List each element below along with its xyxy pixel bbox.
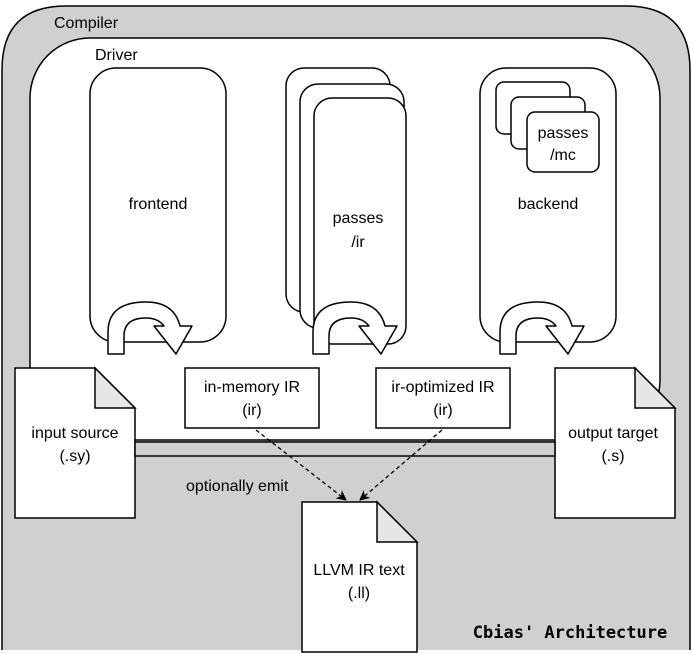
frontend-box: [89, 67, 227, 343]
llvm-ir-text-label-line2: (.ll): [348, 585, 370, 602]
llvm-ir-text-label-line1: LLVM IR text: [313, 562, 405, 579]
compiler-label: Compiler: [54, 15, 119, 32]
in-memory-ir-label-line2: (ir): [242, 402, 262, 419]
compiler-bottom-band: [134, 441, 556, 457]
emit-arrow-in-memory: [255, 429, 347, 501]
passes-mc-box: [526, 111, 600, 173]
output-target-fold-icon: [634, 366, 677, 409]
ir-optimized-ir-label-line2: (ir): [433, 402, 453, 419]
curved-arrow-icon-frontend: [107, 301, 193, 355]
optionally-emit-label: optionally emit: [186, 478, 289, 495]
backend-label: backend: [518, 196, 579, 213]
frontend-label: frontend: [129, 196, 188, 213]
curved-arrow-icon-backend: [499, 301, 585, 355]
architecture-title: Cbias' Architecture: [473, 623, 667, 643]
curved-arrow-icon-passes-ir: [312, 301, 398, 355]
input-source-label-line1: input source: [31, 425, 118, 442]
passes-ir-label-line1: passes: [333, 210, 384, 227]
in-memory-ir-box: [184, 367, 320, 429]
input-source-fold-icon: [94, 366, 137, 409]
passes-mc-label-line2: /mc: [550, 147, 576, 164]
input-source-label-line2: (.sy): [59, 448, 90, 465]
in-memory-ir-label-line1: in-memory IR: [204, 379, 300, 396]
passes-ir-box: [313, 97, 407, 345]
passes-ir-label-line2: /ir: [351, 234, 365, 251]
emit-arrow-ir-optimized: [359, 429, 443, 501]
ir-optimized-ir-label-line1: ir-optimized IR: [391, 379, 494, 396]
output-target-label-line1: output target: [568, 425, 658, 442]
llvm-ir-text-fold-icon: [376, 500, 419, 543]
passes-mc-label-line1: passes: [538, 125, 589, 142]
output-target-label-line2: (.s): [601, 448, 624, 465]
ir-optimized-ir-box: [375, 367, 511, 429]
driver-label: Driver: [95, 47, 138, 64]
